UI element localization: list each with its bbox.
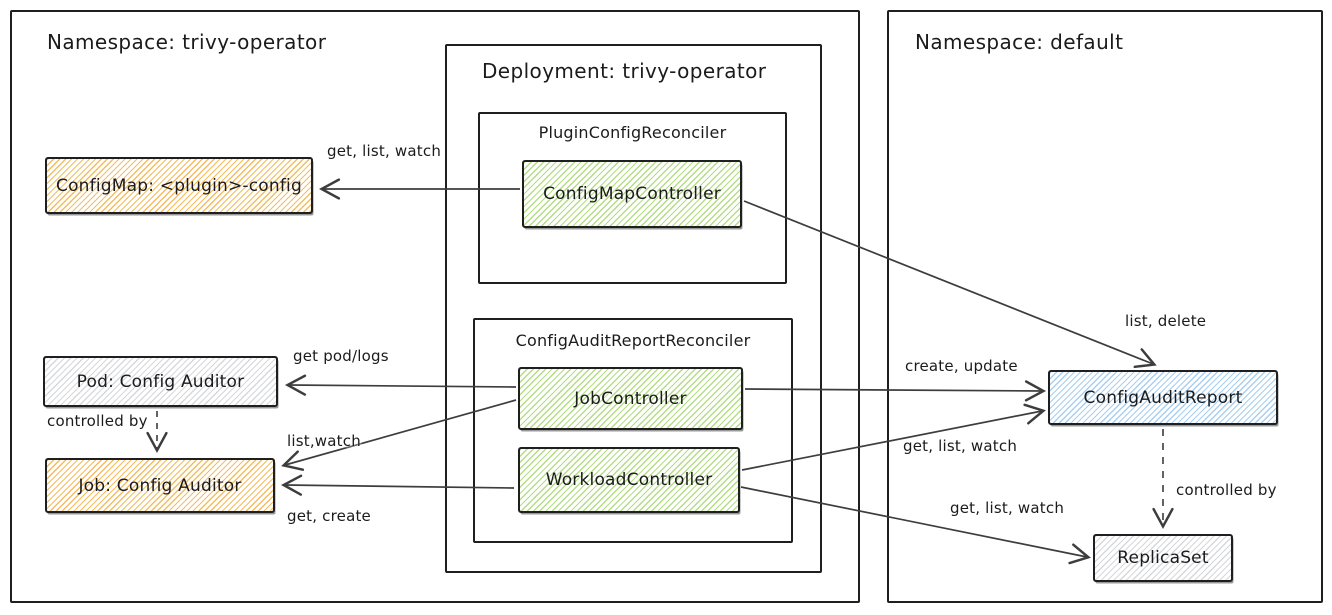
node-job-config-auditor-label: Job: Config Auditor	[78, 475, 242, 496]
namespace-trivy-operator-title: Namespace: trivy-operator	[47, 30, 327, 54]
edge-label-list-watch: list,watch	[287, 432, 361, 450]
node-replica-set-label: ReplicaSet	[1117, 548, 1209, 568]
edge-label-list-delete: list, delete	[1125, 312, 1207, 330]
plugin-config-reconciler-box: PluginConfigReconciler	[478, 112, 787, 284]
node-job-controller: JobController	[518, 367, 743, 430]
edge-label-controlled-by-pod: controlled by	[47, 412, 148, 430]
config-audit-report-reconciler-title: ConfigAuditReportReconciler	[515, 331, 751, 350]
edge-label-create-update: create, update	[905, 357, 1018, 375]
node-pod-config-auditor: Pod: Config Auditor	[43, 356, 278, 407]
node-workload-controller-label: WorkloadController	[545, 470, 713, 490]
node-config-audit-report: ConfigAuditReport	[1048, 370, 1278, 425]
deployment-trivy-operator-title: Deployment: trivy-operator	[482, 59, 767, 83]
node-config-map-label: ConfigMap: <plugin>-config	[56, 175, 302, 196]
node-config-map-controller: ConfigMapController	[522, 160, 742, 228]
node-replica-set: ReplicaSet	[1093, 534, 1233, 582]
node-workload-controller: WorkloadController	[518, 447, 740, 513]
edge-label-controlled-by-car: controlled by	[1176, 481, 1277, 499]
node-config-map-controller-label: ConfigMapController	[543, 184, 721, 204]
edge-label-get-pod-logs: get pod/logs	[293, 347, 389, 365]
edge-label-get-list-watch-rs: get, list, watch	[950, 499, 1065, 517]
node-pod-config-auditor-label: Pod: Config Auditor	[76, 371, 245, 392]
node-config-map: ConfigMap: <plugin>-config	[45, 157, 313, 214]
edge-label-get-list-watch-configmap: get, list, watch	[327, 142, 442, 160]
node-config-audit-report-label: ConfigAuditReport	[1083, 387, 1243, 408]
node-job-controller-label: JobController	[574, 388, 687, 409]
namespace-default-title: Namespace: default	[915, 30, 1124, 54]
edge-label-get-list-watch-car: get, list, watch	[903, 437, 1018, 455]
node-job-config-auditor: Job: Config Auditor	[45, 458, 275, 513]
edge-label-get-create: get, create	[287, 507, 371, 525]
plugin-config-reconciler-title: PluginConfigReconciler	[538, 123, 727, 142]
